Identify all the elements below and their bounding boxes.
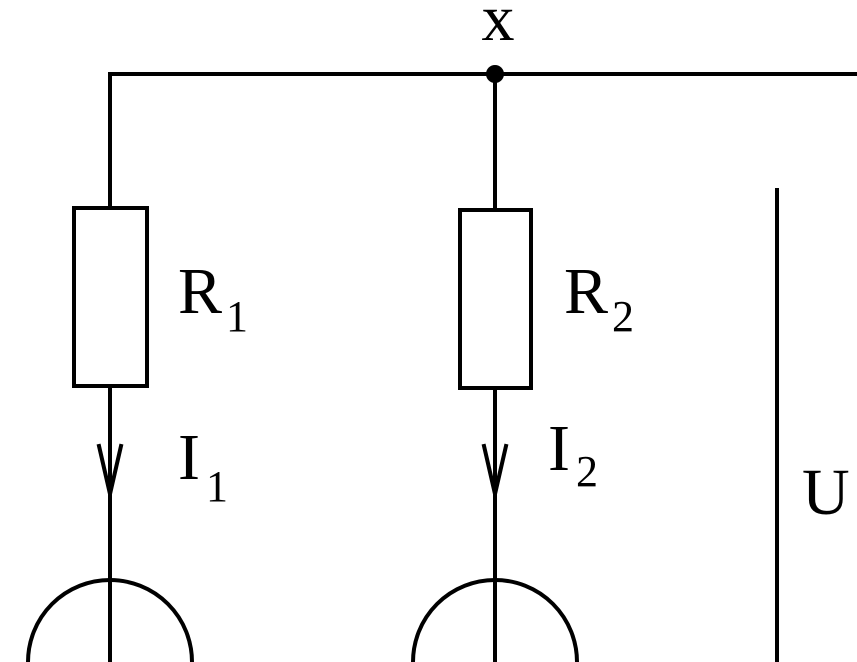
current-i1-arrow — [96, 443, 124, 495]
resistor-r1 — [72, 206, 149, 388]
source-2-arc — [410, 578, 580, 662]
current-i2-arrow — [481, 443, 509, 495]
node-x-label: x — [482, 0, 515, 55]
voltage-u-label: U — [802, 456, 850, 529]
source-1-arc — [25, 578, 195, 662]
resistor-r2-label: R2 — [564, 255, 634, 341]
resistor-r1-label: R1 — [178, 255, 248, 341]
resistor-r2 — [458, 208, 533, 390]
